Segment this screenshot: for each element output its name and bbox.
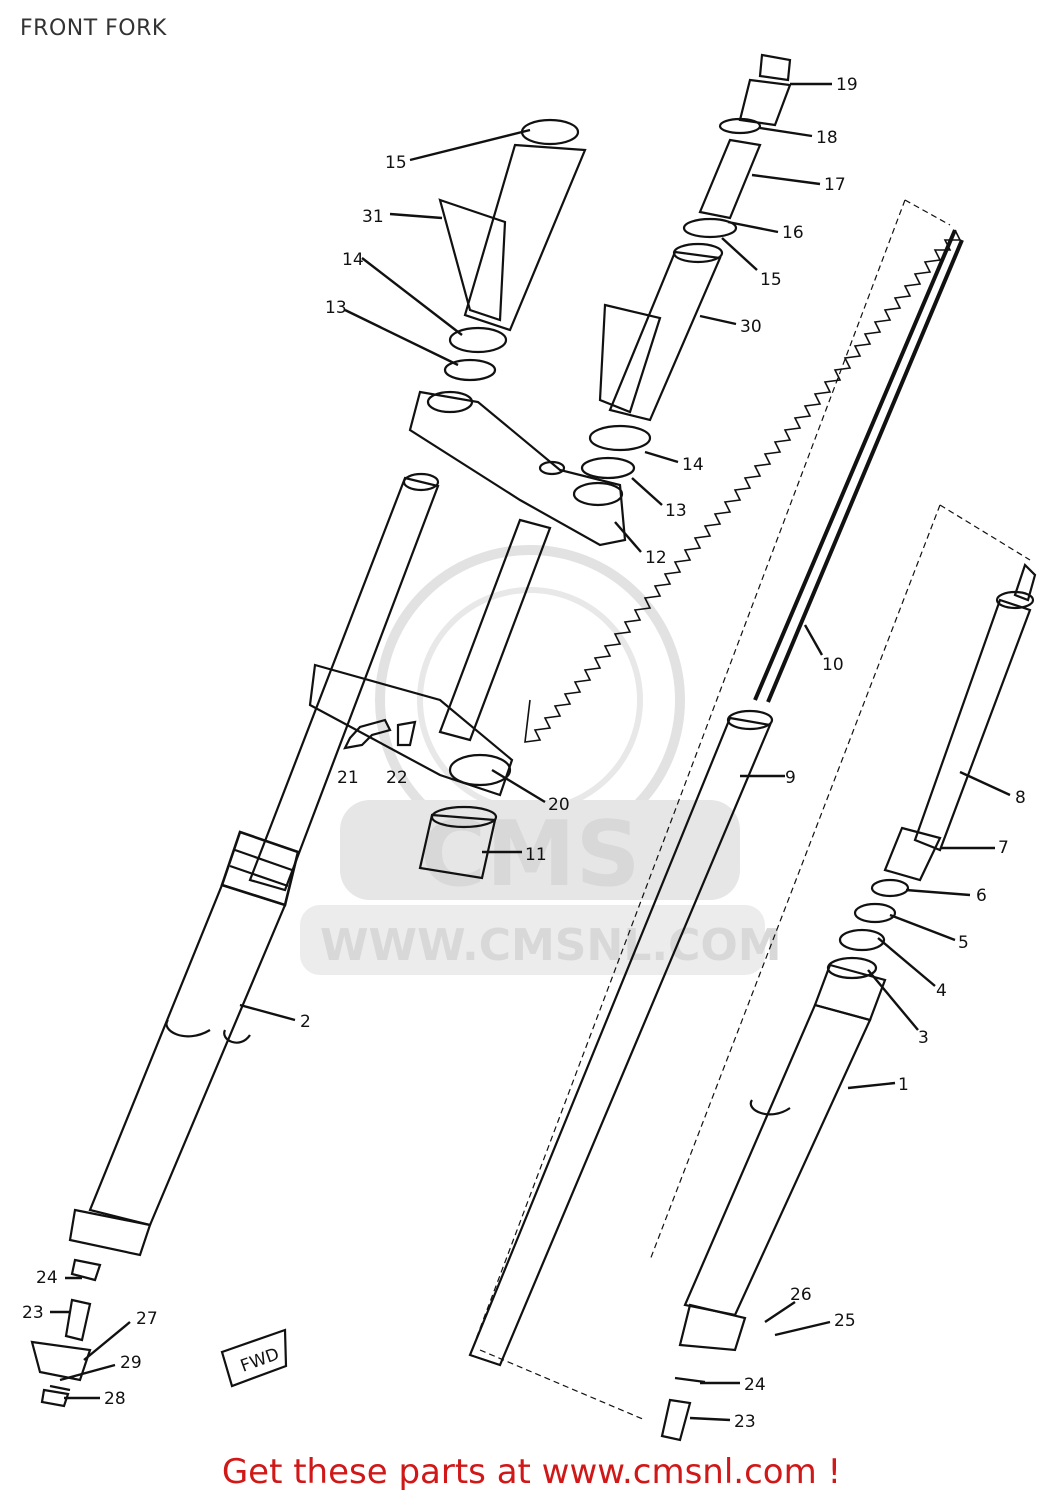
label-27: 27 (136, 1309, 158, 1329)
label-13b: 13 (665, 501, 687, 521)
label-21: 21 (337, 768, 359, 788)
label-22: 22 (386, 768, 408, 788)
label-12: 12 (645, 548, 667, 568)
label-20: 20 (548, 795, 570, 815)
label-29: 29 (120, 1353, 142, 1373)
watermark-url: WWW.CMSNL.COM (320, 920, 782, 971)
label-31: 31 (362, 207, 384, 227)
label-18: 18 (816, 128, 838, 148)
label-1: 1 (898, 1075, 909, 1095)
label-23b: 23 (734, 1412, 756, 1432)
label-7: 7 (998, 838, 1009, 858)
label-24a: 24 (36, 1268, 58, 1288)
label-26: 26 (790, 1285, 812, 1305)
label-16: 16 (782, 223, 804, 243)
label-4: 4 (936, 981, 947, 1001)
watermark-brand: CMS (420, 802, 640, 907)
label-28: 28 (104, 1389, 126, 1409)
exploded-diagram: CMS WWW.CMSNL.COM (22, 53, 1037, 1442)
label-5: 5 (958, 933, 969, 953)
parts (30, 53, 1037, 1442)
leader-lines (50, 82, 1011, 1422)
watermark: CMS WWW.CMSNL.COM (300, 545, 782, 975)
label-17: 17 (824, 175, 846, 195)
label-30: 30 (740, 317, 762, 337)
label-15a: 15 (385, 153, 407, 173)
label-10: 10 (822, 655, 844, 675)
label-11: 11 (525, 845, 547, 865)
label-3: 3 (918, 1028, 929, 1048)
label-19: 19 (836, 75, 858, 95)
label-24b: 24 (744, 1375, 766, 1395)
page-title: FRONT FORK (20, 16, 167, 41)
label-25: 25 (834, 1311, 856, 1331)
label-14b: 14 (682, 455, 704, 475)
label-13a: 13 (325, 298, 347, 318)
label-15b: 15 (760, 270, 782, 290)
label-6: 6 (976, 886, 987, 906)
footer-link[interactable]: Get these parts at www.cmsnl.com ! (221, 1452, 842, 1492)
label-9: 9 (785, 768, 796, 788)
label-23a: 23 (22, 1303, 44, 1323)
label-8: 8 (1015, 788, 1026, 808)
label-14a: 14 (342, 250, 364, 270)
label-2: 2 (300, 1012, 311, 1032)
left-outer-tube (68, 472, 440, 1257)
fwd-stamp: FWD (238, 1344, 282, 1376)
